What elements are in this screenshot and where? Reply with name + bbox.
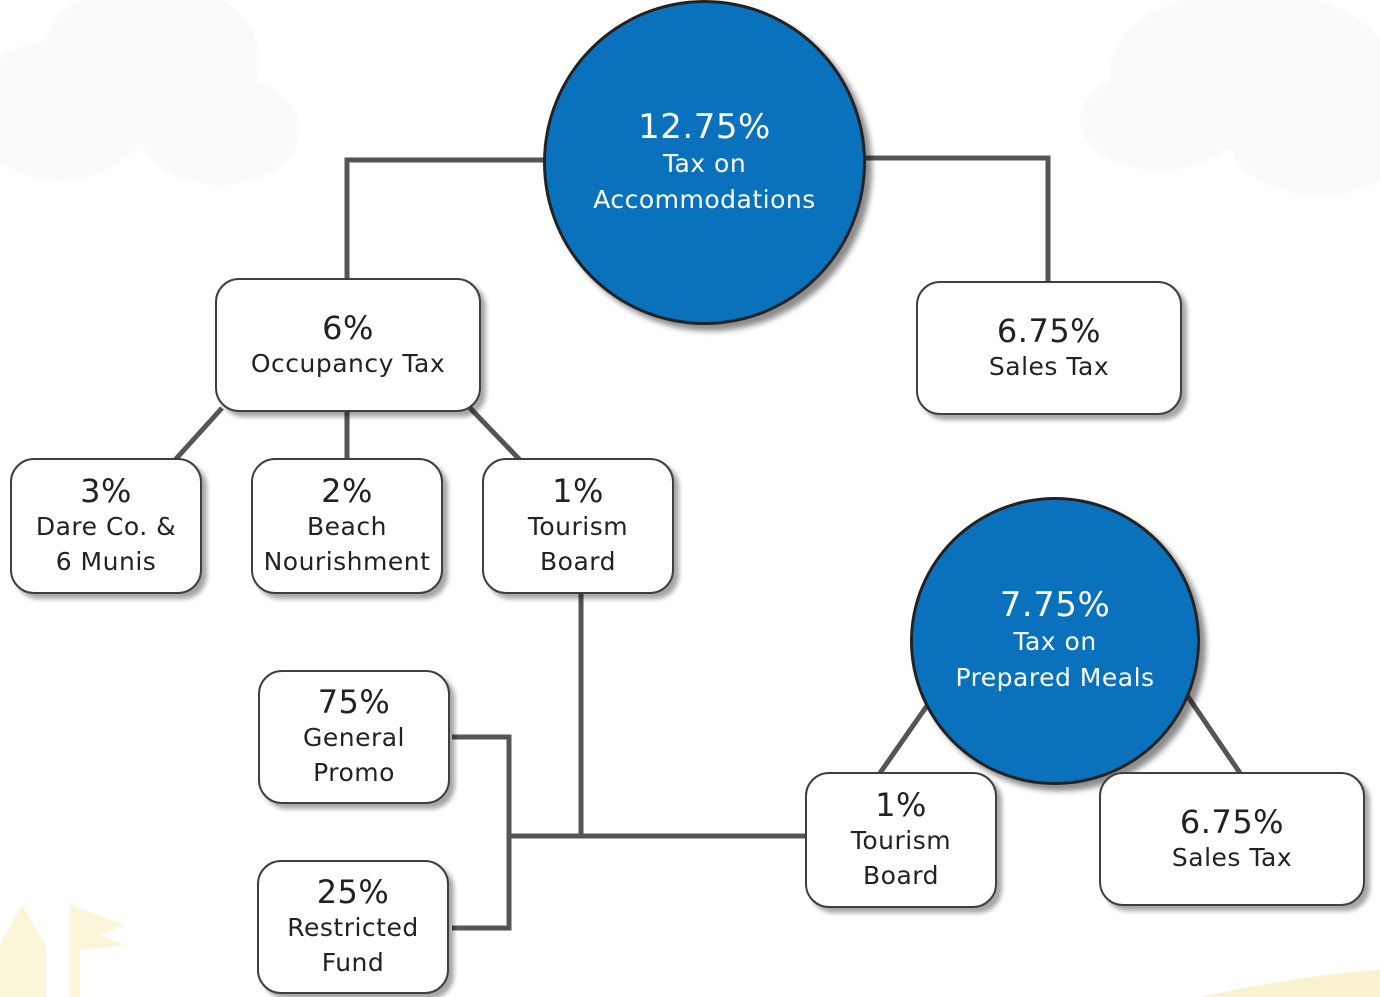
accommodations-sales-tax-box: 6.75% Sales Tax: [916, 281, 1182, 415]
restricted-fund-label-line1: Restricted: [287, 913, 419, 942]
cloud-decoration-left: [0, 0, 300, 185]
restricted-fund-label-line2: Fund: [321, 948, 385, 977]
connector-bracket-promo-fund: [452, 734, 512, 931]
beach-nourishment-box: 2% Beach Nourishment: [251, 458, 443, 594]
tourism-board-meals-label-line2: Board: [863, 861, 939, 890]
accommodations-tax-circle: 12.75% Tax on Accommodations: [543, 0, 866, 325]
lighthouse-watermark-icon: [0, 905, 125, 997]
tourism-board-meals-box: 1% Tourism Board: [805, 772, 997, 908]
prepared-meals-tax-circle: 7.75% Tax on Prepared Meals: [910, 497, 1200, 785]
tourism-board-occupancy-label-line1: Tourism: [527, 512, 629, 541]
prepared-meals-tax-label-line2: Prepared Meals: [955, 663, 1155, 692]
tourism-board-meals-percent: 1%: [875, 786, 927, 824]
connector-meals-to-salestax: [1177, 683, 1243, 775]
connector-occupancy-to-dareco: [173, 406, 224, 462]
accommodations-tax-percent: 12.75%: [638, 106, 771, 147]
connector-accommodations-to-occupancy: [344, 157, 546, 280]
general-promo-label-line2: Promo: [313, 758, 395, 787]
meals-sales-tax-label: Sales Tax: [1171, 842, 1293, 872]
cloud-decoration-right: [1080, 0, 1380, 195]
dare-co-label-line1: Dare Co. &: [35, 512, 177, 541]
beach-nourishment-percent: 2%: [321, 472, 373, 510]
accommodations-sales-tax-percent: 6.75%: [996, 311, 1102, 350]
occupancy-tax-box: 6% Occupancy Tax: [215, 278, 481, 412]
beach-nourishment-label-line1: Beach: [307, 512, 387, 541]
tourism-board-occupancy-label-line2: Board: [540, 547, 616, 576]
connector-accommodations-to-salestax: [862, 155, 1051, 282]
prepared-meals-tax-percent: 7.75%: [999, 585, 1111, 625]
meals-sales-tax-box: 6.75% Sales Tax: [1099, 772, 1365, 906]
tourism-board-occupancy-box: 1% Tourism Board: [482, 458, 674, 594]
dare-co-label-line2: 6 Munis: [55, 547, 157, 576]
occupancy-tax-percent: 6%: [322, 308, 374, 347]
tourism-board-meals-label-line1: Tourism: [850, 826, 952, 855]
dare-co-percent: 3%: [80, 472, 132, 510]
general-promo-box: 75% General Promo: [258, 670, 450, 804]
meals-sales-tax-percent: 6.75%: [1179, 802, 1285, 841]
general-promo-percent: 75%: [317, 683, 391, 721]
hill-watermark: [1200, 970, 1380, 997]
general-promo-label-line1: General: [302, 723, 406, 752]
tourism-board-occupancy-percent: 1%: [552, 472, 604, 510]
accommodations-sales-tax-label: Sales Tax: [988, 351, 1110, 381]
accommodations-tax-label-line1: Tax on: [662, 148, 747, 178]
beach-nourishment-label-line2: Nourishment: [263, 547, 431, 576]
connector-occupancy-to-tourism: [468, 406, 522, 462]
accommodations-tax-label-line2: Accommodations: [593, 184, 816, 214]
dare-co-box: 3% Dare Co. & 6 Munis: [10, 458, 202, 594]
restricted-fund-percent: 25%: [316, 873, 390, 911]
restricted-fund-box: 25% Restricted Fund: [257, 860, 449, 994]
prepared-meals-tax-label-line1: Tax on: [1013, 627, 1097, 656]
occupancy-tax-label: Occupancy Tax: [250, 348, 446, 378]
